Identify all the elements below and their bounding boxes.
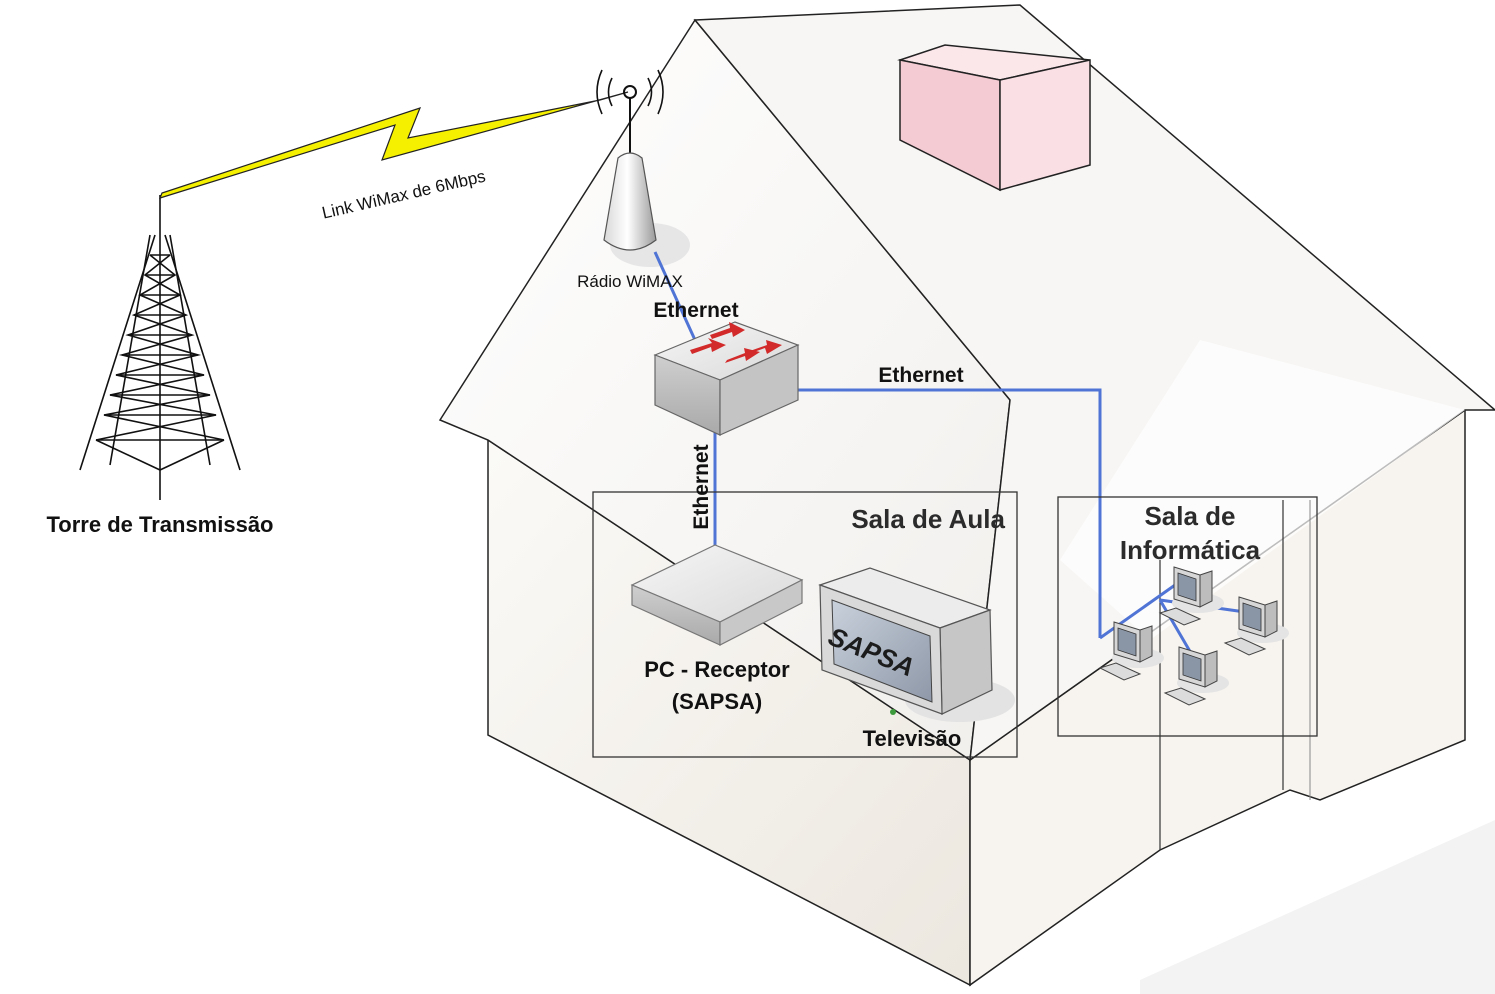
receiver-pc-icon	[630, 544, 804, 646]
chimney	[897, 44, 1091, 192]
link-label: Link WiMax de 6Mbps	[320, 167, 487, 223]
workstation-icon	[1098, 621, 1164, 681]
ethernet-right-label: Ethernet	[878, 364, 963, 387]
roof-light	[1060, 340, 1465, 640]
tv-label: Televisão	[863, 726, 962, 751]
floor-shadow	[1140, 820, 1495, 994]
radio-label: Rádio WiMAX	[577, 272, 683, 291]
ethernet-top-label: Ethernet	[653, 299, 738, 322]
network-switch-icon	[653, 321, 800, 436]
pc-label-line1: PC - Receptor	[644, 657, 790, 682]
house	[438, 4, 1495, 994]
tower-label: Torre de Transmissão	[46, 512, 273, 537]
ethernet-vertical-label: Ethernet	[690, 444, 713, 529]
pc-label-line2: (SAPSA)	[672, 689, 762, 714]
wimax-antenna-icon	[596, 69, 690, 267]
television-icon: SAPSA	[818, 567, 1015, 722]
side-wall	[969, 408, 1466, 987]
classroom-label: Sala de Aula	[851, 504, 1005, 534]
transmission-tower-icon	[79, 195, 241, 500]
workstation-icon	[1163, 646, 1229, 706]
workstation-icon	[1223, 596, 1289, 656]
classroom-frame	[592, 491, 1018, 758]
lab-label-line1: Sala de	[1144, 501, 1235, 531]
workstation-icon	[1158, 566, 1224, 626]
lab-label-line2: Informática	[1120, 535, 1261, 565]
computer-lab-frame	[1057, 496, 1318, 737]
lightning-bolt-icon	[158, 91, 629, 199]
